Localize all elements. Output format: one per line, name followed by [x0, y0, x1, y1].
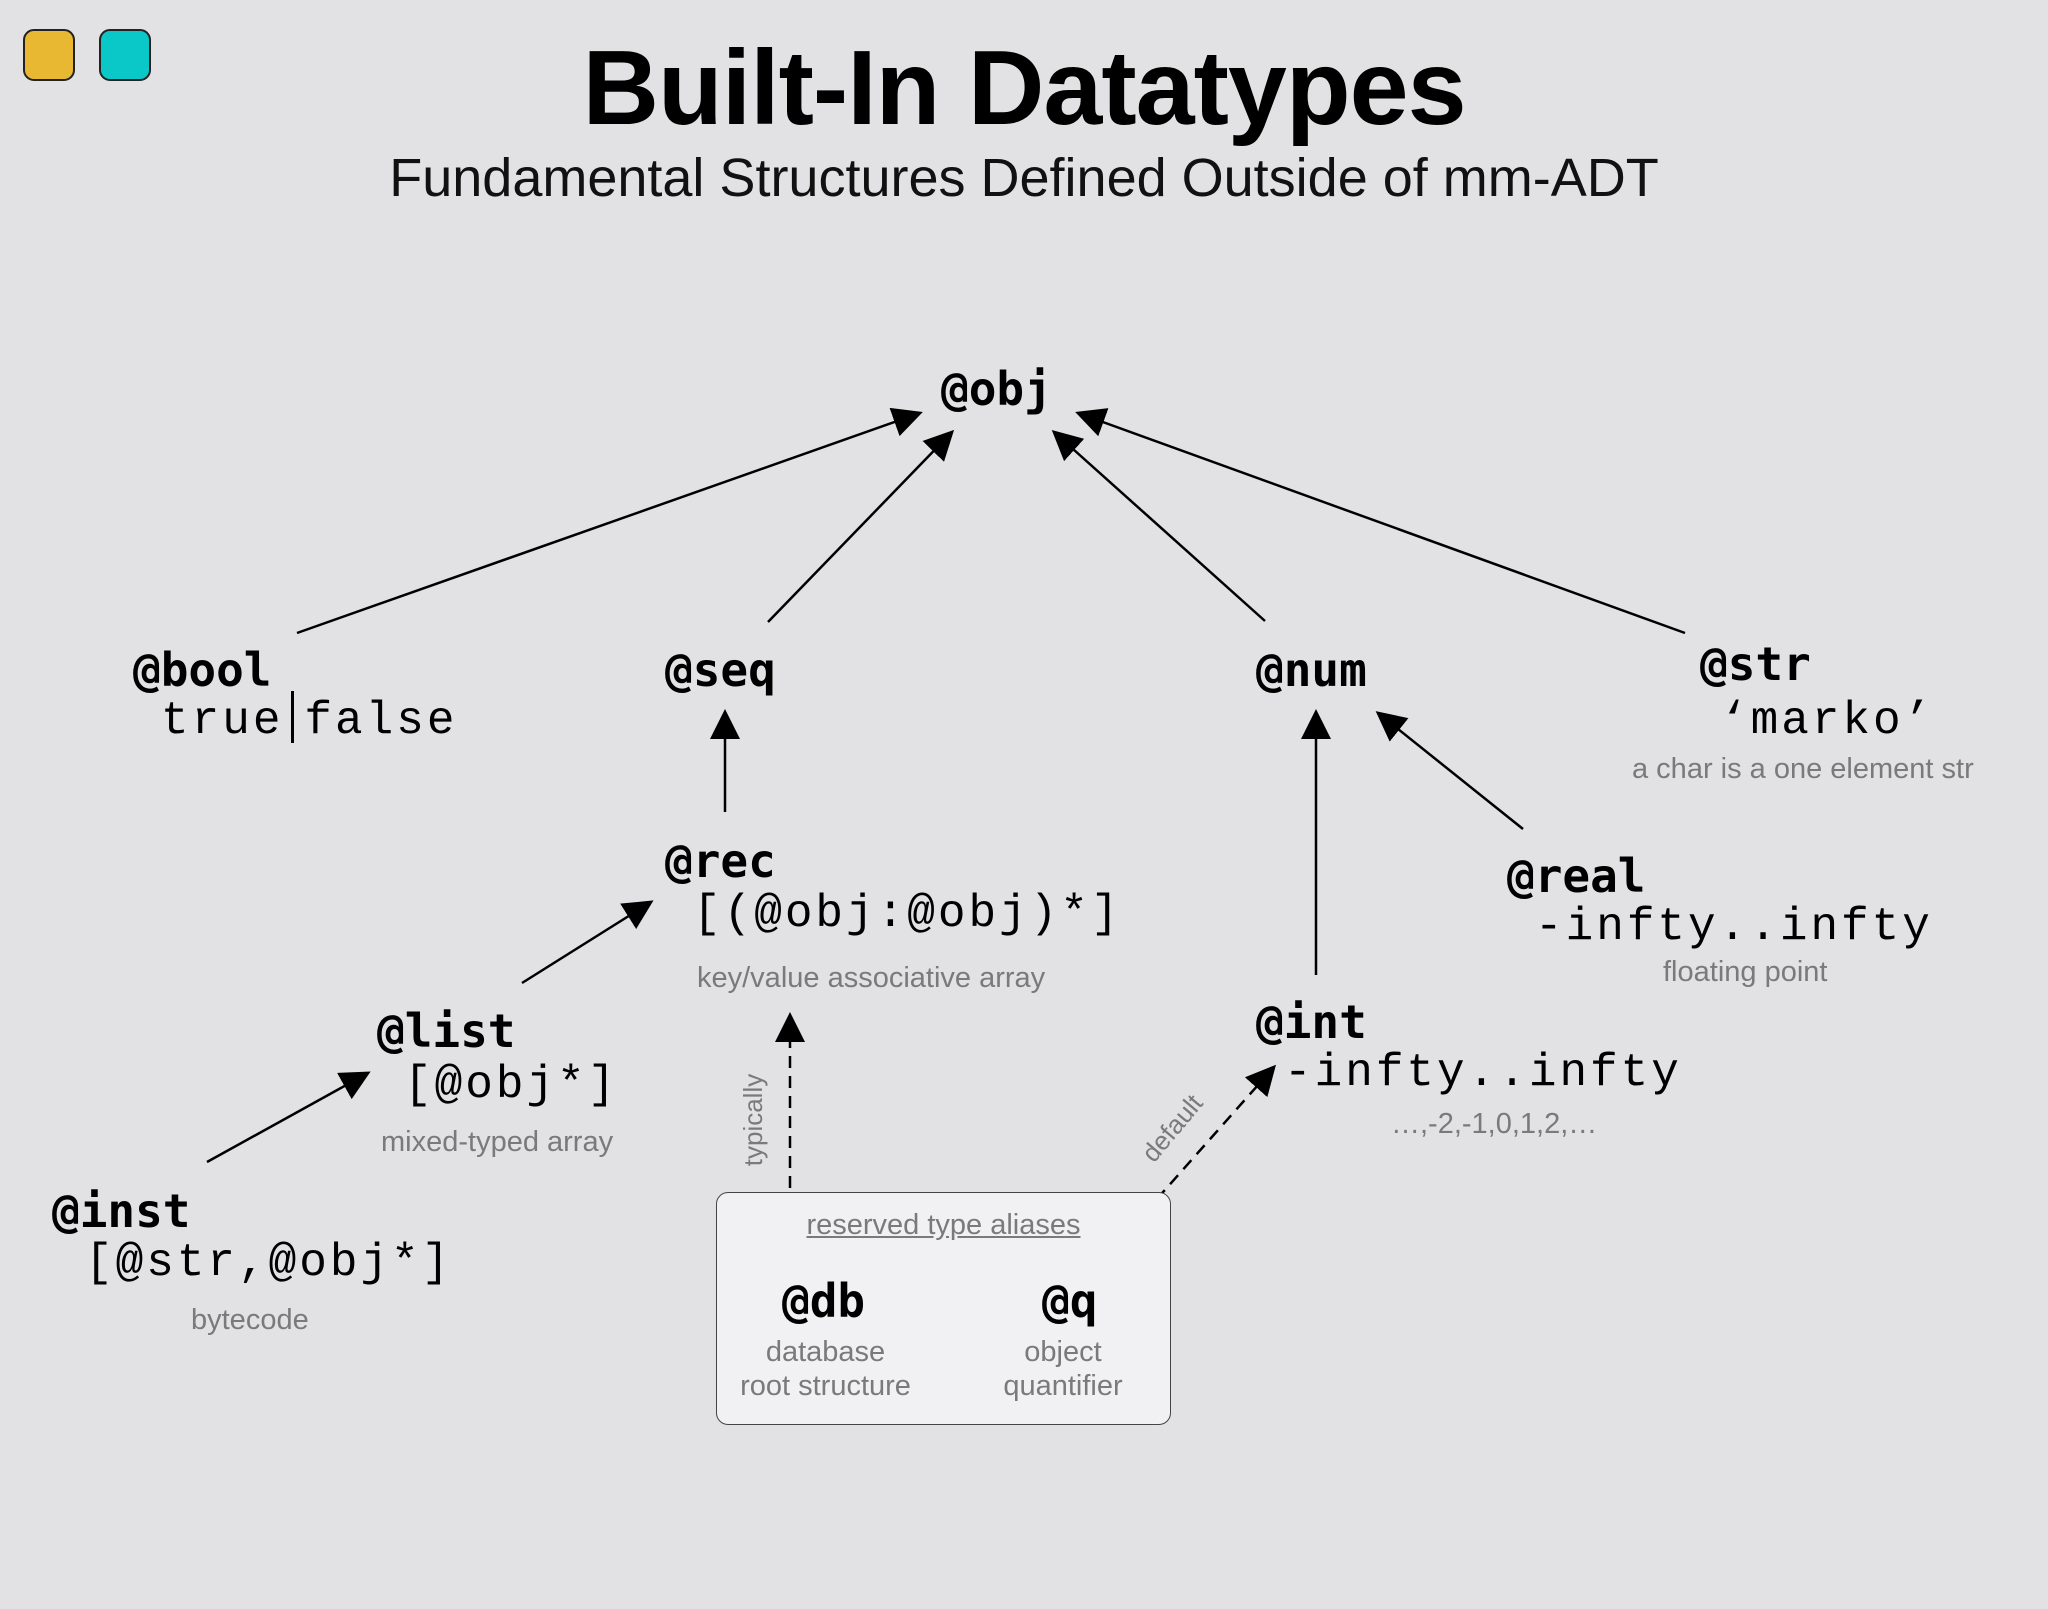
alias-db: @db	[782, 1274, 866, 1328]
edge-num-obj	[1051, 429, 1266, 622]
alias-q-desc-2: quantifier	[1003, 1370, 1123, 1402]
bool-separator	[291, 690, 295, 743]
int-value: -infty..infty	[1284, 1047, 1682, 1099]
type-inst: @inst	[52, 1184, 191, 1238]
edge-inst-list	[206, 1071, 371, 1164]
bool-true: true	[161, 695, 284, 747]
alias-db-desc-2: root structure	[740, 1370, 911, 1402]
aliases-title: reserved type aliases	[806, 1209, 1081, 1241]
bool-values: true false	[161, 690, 458, 749]
str-description: a char is a one element str	[1632, 753, 1974, 785]
edge-real-num	[1375, 711, 1524, 830]
type-bool: @bool	[133, 643, 272, 697]
type-str: @str	[1700, 637, 1811, 691]
edge-str-obj	[1075, 408, 1686, 635]
rec-value: [(@obj:@obj)*]	[693, 888, 1122, 940]
type-num: @num	[1256, 643, 1367, 697]
cyan-swatch	[99, 29, 151, 81]
rec-description: key/value associative array	[697, 962, 1046, 994]
type-list: @list	[377, 1004, 516, 1058]
yellow-swatch	[23, 29, 75, 81]
list-description: mixed-typed array	[381, 1126, 614, 1158]
page-subtitle: Fundamental Structures Defined Outside o…	[389, 148, 1659, 208]
real-value: -infty..infty	[1535, 901, 1933, 953]
type-real: @real	[1507, 849, 1646, 903]
alias-db-desc-1: database	[765, 1336, 886, 1368]
int-description: …,-2,-1,0,1,2,…	[1391, 1108, 1598, 1140]
inst-value: [@str,@obj*]	[85, 1237, 453, 1289]
page-title: Built-In Datatypes	[582, 29, 1466, 147]
edge-bool-obj	[296, 407, 923, 635]
real-description: floating point	[1663, 956, 1828, 988]
inst-description: bytecode	[191, 1304, 309, 1336]
type-obj: @obj	[941, 362, 1052, 416]
type-seq: @seq	[665, 643, 776, 697]
alias-q: @q	[1042, 1274, 1098, 1328]
type-rec: @rec	[665, 834, 776, 888]
alias-q-desc-1: object	[1024, 1336, 1102, 1368]
bool-false: false	[304, 695, 458, 747]
edge-seq-obj	[767, 429, 955, 623]
reserved-aliases-box: reserved type aliases @db database root …	[716, 1192, 1171, 1425]
edge-list-rec	[521, 900, 654, 985]
type-int: @int	[1256, 995, 1367, 1049]
list-value: [@obj*]	[404, 1059, 619, 1111]
str-value: ‘marko’	[1720, 695, 1935, 747]
edge-label-typically: typically	[738, 1073, 769, 1167]
